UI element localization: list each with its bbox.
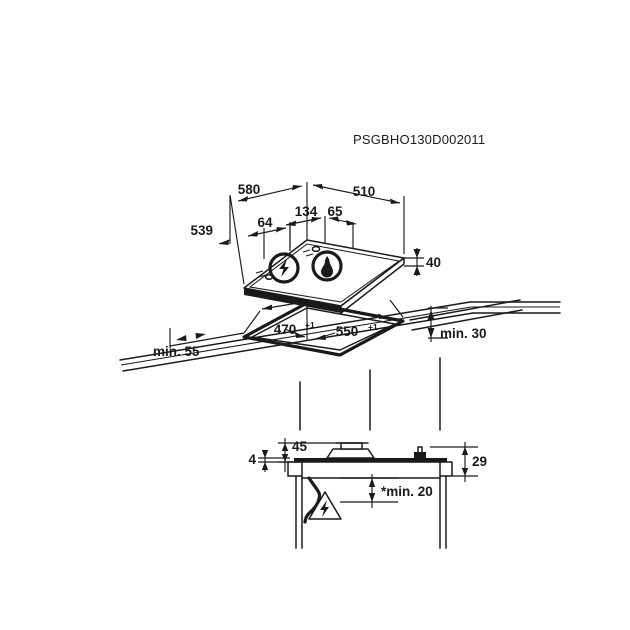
dimension-29: 29: [430, 442, 487, 482]
hob-front-edge: [244, 288, 341, 313]
dimension-550-tolerance: +1: [368, 322, 378, 332]
dimension-470-tolerance: +1: [305, 320, 315, 330]
worktop-cutout-view: 470 +1 550 +1 min. 55: [119, 299, 561, 431]
dimension-580: 580: [238, 182, 303, 202]
control-knob-rear: [311, 245, 321, 253]
dimension-539: 539: [190, 196, 231, 245]
control-mark-a: [255, 270, 264, 274]
dimension-min-20-label: *min. 20: [381, 484, 433, 499]
electrical-hazard-symbol: [308, 491, 342, 520]
burner-cap-section: [326, 448, 375, 459]
dimension-4-label: 4: [248, 452, 256, 467]
burner-crown-section: [340, 442, 363, 450]
dimension-550-label: 550: [336, 324, 359, 339]
cutout-aperture: [242, 301, 405, 357]
hob-bevel-line: [248, 243, 401, 303]
power-cable: [303, 476, 322, 524]
warning-bolt-glyph: [320, 500, 329, 517]
hob-isometric-view: 580 510 539: [190, 182, 441, 314]
worktop-front-edge-top: [119, 301, 471, 361]
dimension-45-label: 45: [292, 439, 308, 454]
gas-burner-ring: [311, 250, 343, 282]
rear-worktop-bottom: [411, 309, 523, 331]
lightning-bolt-icon: [279, 259, 289, 277]
cutout-aperture-inner: [251, 307, 396, 351]
control-mark-d: [305, 253, 314, 257]
dimension-470: 470 +1: [243, 299, 315, 340]
gas-burner: [311, 250, 343, 282]
control-marks-left: [255, 270, 274, 281]
electric-hotplate-burner: [268, 252, 300, 284]
dimension-550: 550 +1: [310, 299, 404, 340]
dimension-470-label: 470: [274, 322, 297, 337]
flame-icon: [321, 256, 333, 278]
dimension-580-label: 580: [238, 182, 261, 197]
dimension-4: 4: [248, 450, 290, 472]
hotplate-ring: [268, 252, 300, 284]
dimension-40-label: 40: [426, 255, 441, 270]
dimension-min-20: *min. 20: [340, 474, 433, 508]
dimension-45: 45: [278, 438, 340, 472]
worktop-front-edge-bottom: [122, 312, 474, 372]
drawing-title: PSGBHO130D002011: [353, 132, 485, 147]
dimension-134-65: 134 65: [285, 204, 357, 249]
control-mark-b: [258, 274, 267, 278]
dimension-134-label: 134: [295, 204, 318, 219]
dimension-510-label: 510: [353, 184, 376, 199]
dimension-min-55-label: min. 55: [153, 344, 200, 359]
hob-glass-plate: [294, 458, 447, 462]
dimension-40: 40: [404, 248, 441, 276]
cross-section-view: 4 45 29: [248, 438, 487, 549]
rear-worktop-top: [409, 299, 521, 321]
dimension-539-label: 539: [190, 223, 213, 238]
dimension-510: 510: [312, 184, 401, 204]
control-mark-c: [302, 249, 311, 253]
dimension-min-55: min. 55: [153, 328, 245, 359]
dimension-64-label: 64: [257, 215, 273, 230]
dimension-min-30: min. 30: [427, 306, 487, 342]
ext-line-left-580: [229, 194, 245, 285]
dimension-min-30-label: min. 30: [440, 326, 487, 341]
dimension-29-label: 29: [472, 454, 487, 469]
control-marks-rear: [302, 245, 321, 257]
fixing-clip-section: [414, 452, 426, 458]
fixing-clip-stem: [417, 446, 423, 453]
hob-body-section: [301, 461, 441, 479]
dimension-65-label: 65: [327, 204, 343, 219]
control-knob-left: [264, 273, 274, 281]
dimension-64: 64: [247, 215, 291, 259]
